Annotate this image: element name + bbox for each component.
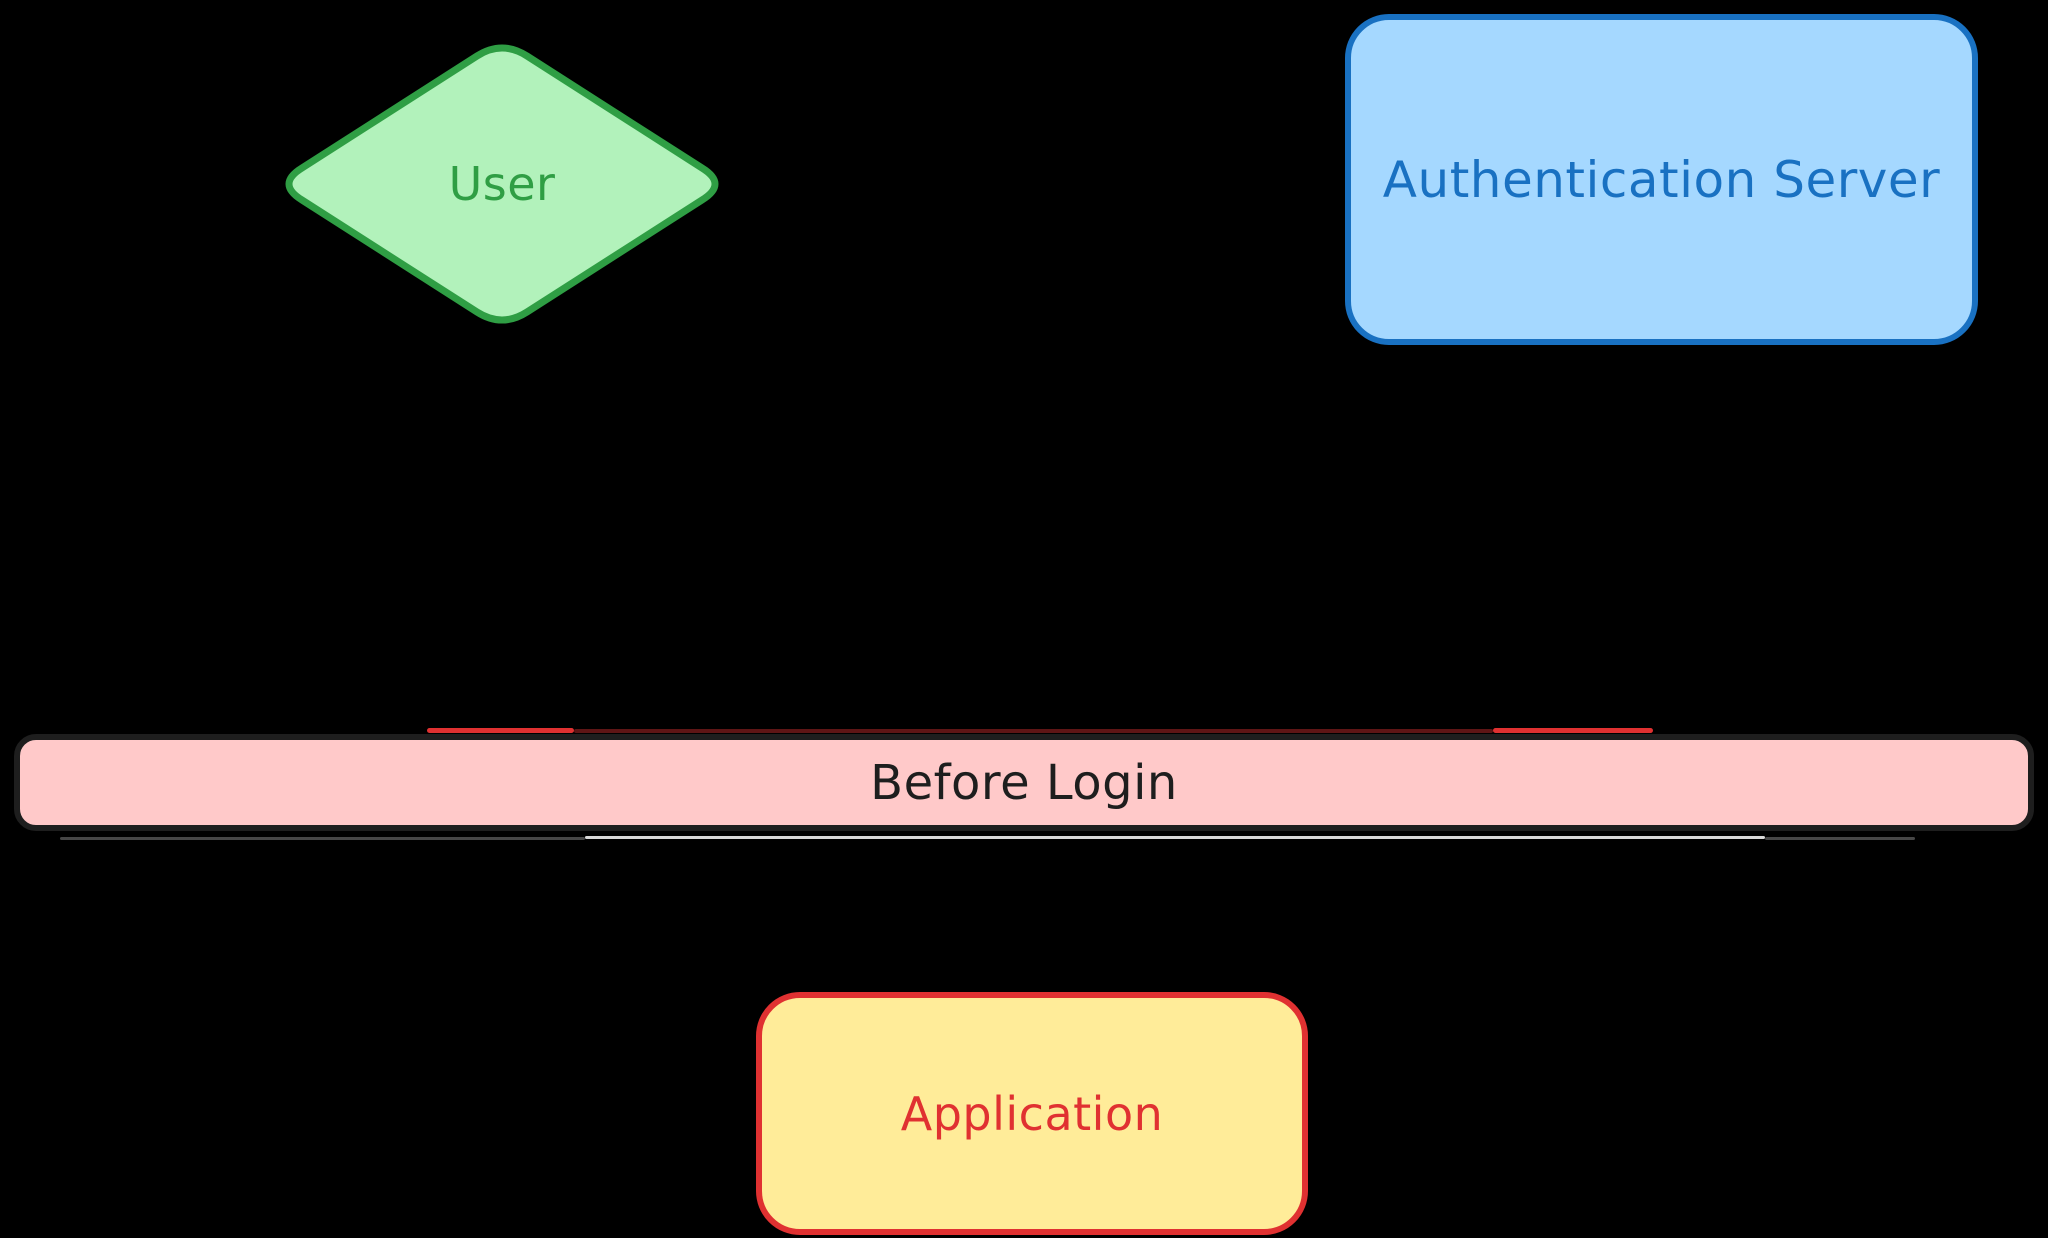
node-authentication-server: Authentication Server (1345, 14, 1978, 345)
node-authentication-server-label: Authentication Server (1382, 150, 1941, 209)
stray-red-stroke-left (427, 728, 574, 733)
stray-red-stroke-middle (574, 729, 1493, 733)
stray-white-stroke-left (60, 837, 585, 840)
node-user-label: User (448, 157, 556, 211)
stray-white-stroke-middle (585, 836, 1765, 839)
stray-red-stroke-right (1493, 728, 1653, 733)
node-application-label: Application (900, 1086, 1164, 1141)
node-before-login-band: Before Login (14, 734, 2034, 831)
stray-white-stroke-right (1765, 837, 1915, 840)
diamond-shape (285, 44, 719, 324)
node-application: Application (756, 992, 1308, 1235)
node-before-login-label: Before Login (870, 754, 1178, 811)
node-user: User (272, 36, 732, 332)
